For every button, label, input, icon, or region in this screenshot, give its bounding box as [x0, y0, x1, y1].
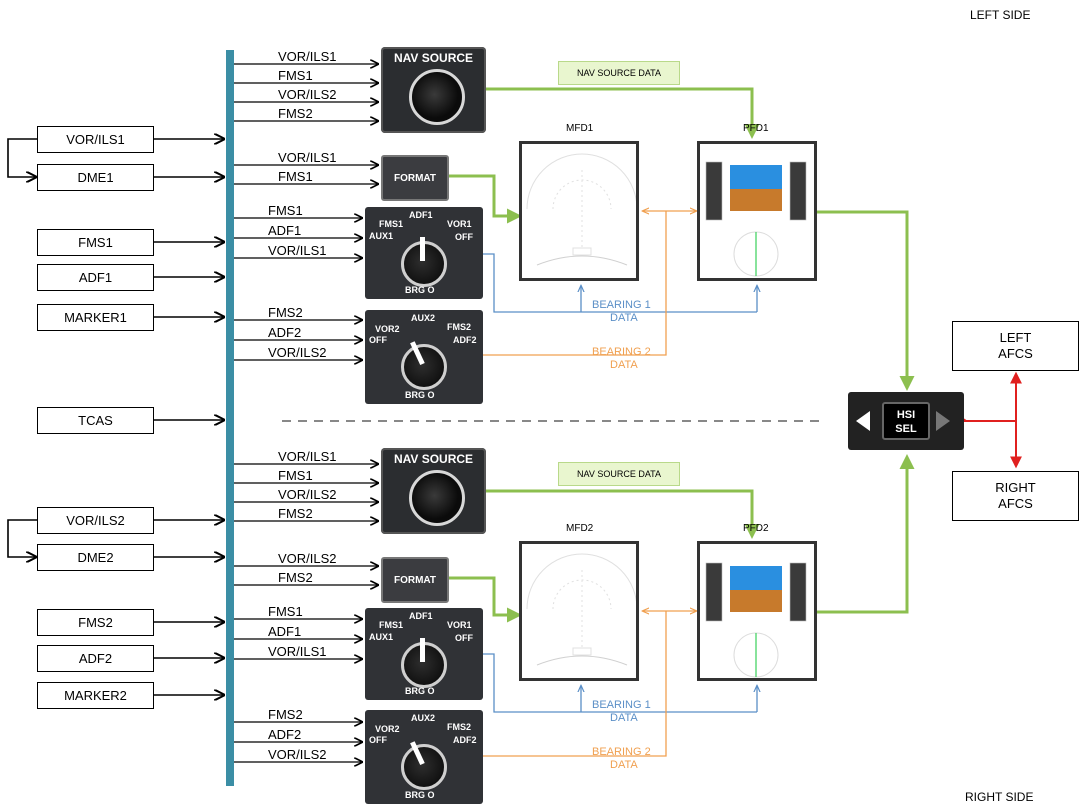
bus-label: VOR/ILS1 — [278, 449, 337, 464]
bus-label: ADF1 — [268, 624, 302, 639]
knob-icon — [409, 470, 465, 526]
nav-source-title: NAV SOURCE — [393, 452, 474, 466]
pointer-icon — [420, 638, 425, 662]
pfd1-title: PFD1 — [743, 123, 769, 134]
pfd2-title: PFD2 — [743, 523, 769, 534]
mfd1-screen-art — [526, 153, 638, 266]
bus-label: VOR/ILS1 — [268, 243, 327, 258]
source-adf2: ADF2 — [37, 645, 154, 672]
mfd1-title: MFD1 — [566, 123, 594, 134]
bus-label: FMS2 — [278, 570, 313, 585]
mfd2-title: MFD2 — [566, 523, 594, 534]
bus-label: FMS2 — [268, 305, 303, 320]
bus-label: VOR/ILS2 — [278, 87, 337, 102]
pfd2-display — [697, 541, 817, 681]
knob-icon — [409, 69, 465, 125]
bus-label: FMS1 — [268, 203, 303, 218]
source-vor-ils1: VOR/ILS1 — [37, 126, 154, 153]
knob-icon — [401, 344, 447, 390]
hsi-sel-button[interactable]: HSI SEL — [848, 392, 964, 450]
format-button-2[interactable]: FORMAT — [381, 557, 449, 603]
pfd1-screen-art — [705, 161, 807, 277]
pfd1-display — [697, 141, 817, 281]
right-arrow-icon — [936, 411, 950, 431]
signal-bus — [226, 50, 234, 786]
pfd2-screen-art — [705, 562, 807, 678]
source-vor-ils2: VOR/ILS2 — [37, 507, 154, 534]
left-side-label: LEFT SIDE — [970, 8, 1031, 22]
bearing2-data-sub: DATA — [610, 359, 638, 371]
mfd2-display — [519, 541, 639, 681]
bearing2-data-label: BEARING 2 — [592, 346, 651, 358]
bearing1-data-label: BEARING 1 — [592, 699, 651, 711]
pointer-icon — [420, 237, 425, 261]
source-marker1: MARKER1 — [37, 304, 154, 331]
bus-label: FMS2 — [278, 106, 313, 121]
source-dme2: DME2 — [37, 544, 154, 571]
bus-label: ADF2 — [268, 727, 302, 742]
mfd1-display — [519, 141, 639, 281]
bus-label: VOR/ILS2 — [278, 551, 337, 566]
format-button-1[interactable]: FORMAT — [381, 155, 449, 201]
bus-label: ADF1 — [268, 223, 302, 238]
bus-label: VOR/ILS1 — [278, 49, 337, 64]
nav-source-knob-1[interactable]: NAV SOURCE — [381, 47, 486, 133]
source-fms2: FMS2 — [37, 609, 154, 636]
source-adf1: ADF1 — [37, 264, 154, 291]
bus-label: VOR/ILS1 — [278, 150, 337, 165]
bearing2-data-sub: DATA — [610, 759, 638, 771]
bus-label: FMS1 — [278, 468, 313, 483]
knob-icon — [401, 744, 447, 790]
source-dme1: DME1 — [37, 164, 154, 191]
right-side-label: RIGHT SIDE — [965, 790, 1034, 804]
bearing1-selector-1[interactable]: ADF1 FMS1 VOR1 AUX1 OFF BRG O — [365, 207, 483, 299]
bus-label: VOR/ILS2 — [278, 487, 337, 502]
bearing1-data-sub: DATA — [610, 712, 638, 724]
mfd2-screen-art — [526, 553, 638, 666]
bus-label: VOR/ILS2 — [268, 747, 327, 762]
source-tcas: TCAS — [37, 407, 154, 434]
source-fms1: FMS1 — [37, 229, 154, 256]
nav-source-knob-2[interactable]: NAV SOURCE — [381, 448, 486, 534]
left-afcs-box: LEFT AFCS — [952, 321, 1079, 371]
bus-label: VOR/ILS1 — [268, 644, 327, 659]
bearing2-selector-2[interactable]: AUX2 VOR2 FMS2 OFF ADF2 BRG O — [365, 710, 483, 804]
bearing2-data-label: BEARING 2 — [592, 746, 651, 758]
bearing2-selector-1[interactable]: AUX2 VOR2 FMS2 OFF ADF2 BRG O — [365, 310, 483, 404]
right-afcs-box: RIGHT AFCS — [952, 471, 1079, 521]
source-marker2: MARKER2 — [37, 682, 154, 709]
bus-label: VOR/ILS2 — [268, 345, 327, 360]
bus-label: FMS2 — [268, 707, 303, 722]
left-arrow-icon — [856, 411, 870, 431]
bus-label: FMS1 — [268, 604, 303, 619]
bearing1-data-label: BEARING 1 — [592, 299, 651, 311]
nav-source-data-label-2: NAV SOURCE DATA — [558, 462, 680, 486]
bus-label: ADF2 — [268, 325, 302, 340]
bearing1-data-sub: DATA — [610, 312, 638, 324]
hsi-sel-label: HSI SEL — [882, 402, 930, 440]
bus-label: FMS2 — [278, 506, 313, 521]
bus-label: FMS1 — [278, 68, 313, 83]
bus-label: FMS1 — [278, 169, 313, 184]
nav-source-data-label-1: NAV SOURCE DATA — [558, 61, 680, 85]
nav-source-title: NAV SOURCE — [393, 51, 474, 65]
bearing1-selector-2[interactable]: ADF1 FMS1 VOR1 AUX1 OFF BRG O — [365, 608, 483, 700]
